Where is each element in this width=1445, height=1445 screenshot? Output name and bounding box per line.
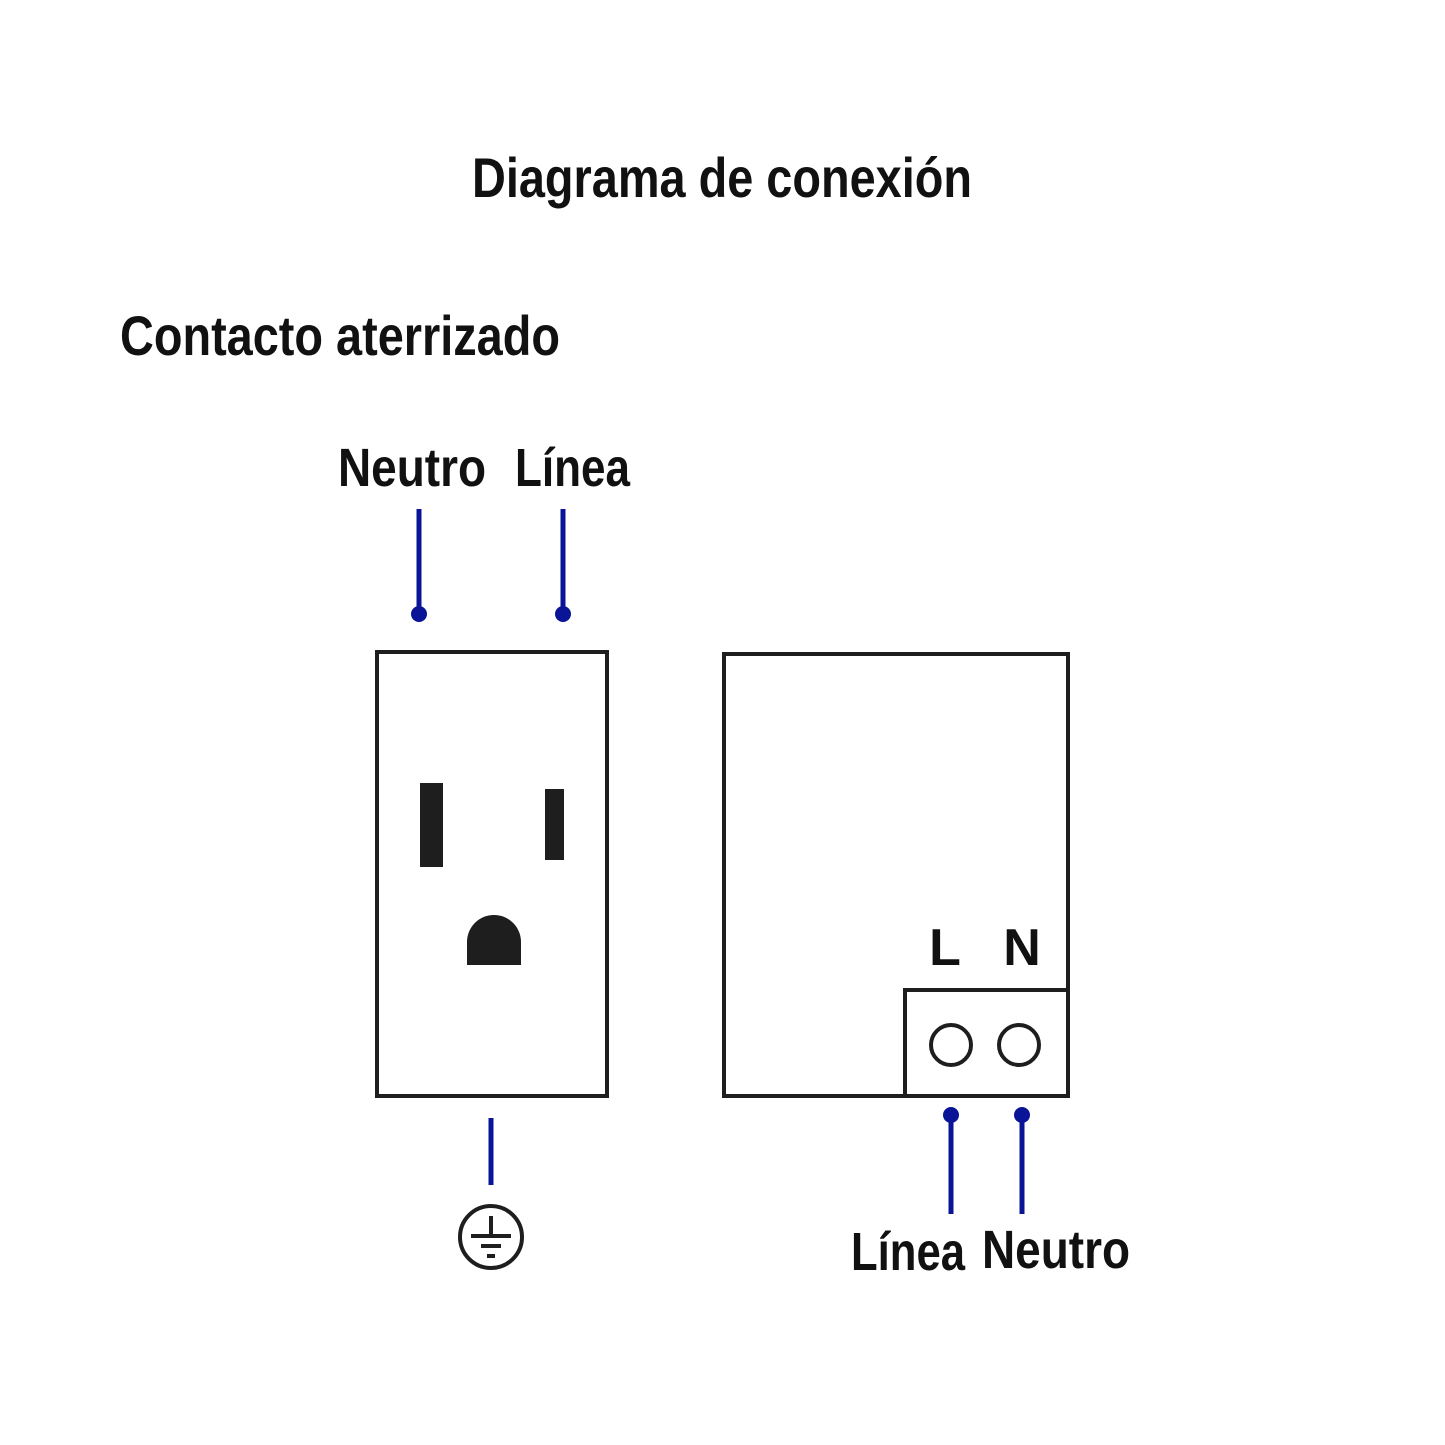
device-neutral-label: Neutro — [982, 1220, 1130, 1280]
line-slot — [545, 789, 564, 860]
terminal-l-screw — [929, 1023, 973, 1067]
ground-hole — [467, 915, 521, 965]
device-line-label: Línea — [851, 1222, 966, 1282]
outlet-neutral-label: Neutro — [338, 438, 486, 498]
outlet-line-wire — [555, 509, 571, 622]
terminal-n-screw — [997, 1023, 1041, 1067]
diagram-title: Diagrama de conexión — [472, 146, 972, 209]
outlet-line-label: Línea — [515, 438, 631, 498]
device-box — [722, 652, 1070, 1098]
section-subtitle: Contacto aterrizado — [120, 304, 560, 367]
device-neutral-wire — [1014, 1107, 1030, 1214]
ground-icon — [458, 1204, 524, 1270]
outlet-neutral-wire — [411, 509, 427, 622]
terminal-n-label: N — [1003, 919, 1041, 977]
neutral-slot — [420, 783, 443, 867]
device-line-wire — [943, 1107, 959, 1214]
terminal-block — [903, 988, 1070, 1098]
terminal-l-label: L — [929, 919, 961, 977]
grounded-outlet — [375, 650, 609, 1098]
